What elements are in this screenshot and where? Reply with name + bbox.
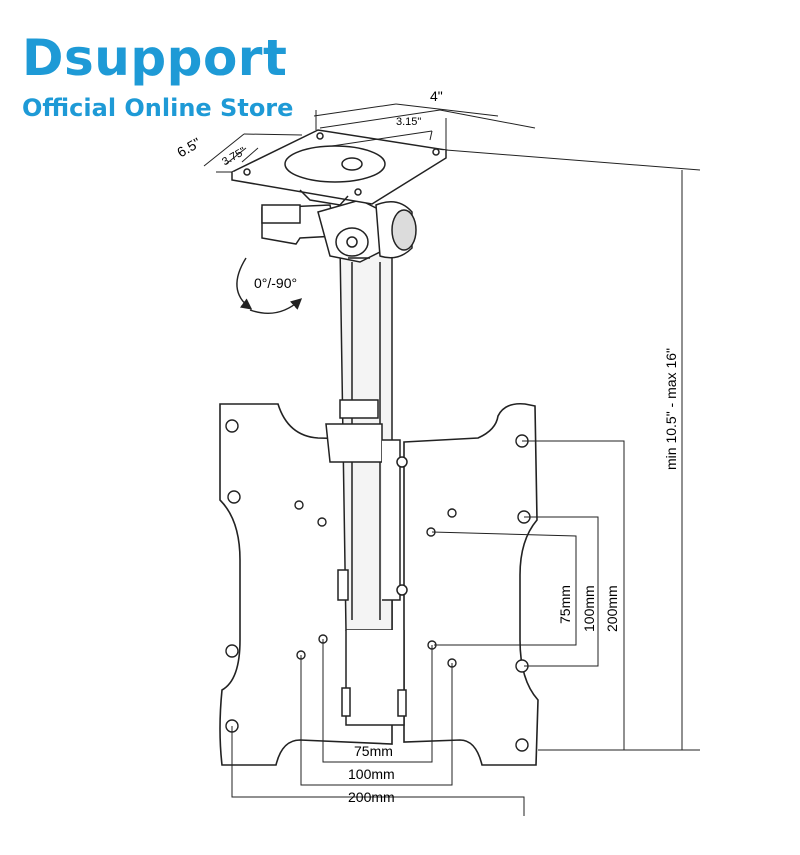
top-dimensions [203, 103, 536, 173]
dim-top-hole-depth: 3.75" [220, 145, 248, 168]
vesa-v-100-label: 100mm [581, 585, 597, 632]
vesa-horizontal-dims [231, 639, 525, 816]
vesa-v-200-label: 200mm [604, 585, 620, 632]
dim-top-hole-width: 3.15" [396, 116, 421, 128]
brand-tagline: Official Online Store [22, 94, 294, 122]
vesa-vertical-dims [431, 440, 625, 751]
vesa-h-100-label: 100mm [348, 766, 395, 782]
dim-top-width: 4" [430, 88, 443, 104]
vesa-v-75-label: 75mm [557, 585, 573, 624]
telescopic-pole [325, 244, 408, 726]
height-range-label: min 10.5" - max 16" [663, 348, 679, 470]
dim-top-depth: 6.5" [174, 134, 203, 160]
ceiling-plate [229, 129, 449, 206]
tilt-arrow [236, 257, 303, 314]
tilt-range-label: 0°/-90° [254, 275, 297, 291]
vesa-h-200-label: 200mm [348, 789, 395, 805]
brand-logo: Dsupport [22, 29, 288, 87]
tilt-joint [261, 199, 417, 263]
vesa-h-75-label: 75mm [354, 743, 393, 759]
